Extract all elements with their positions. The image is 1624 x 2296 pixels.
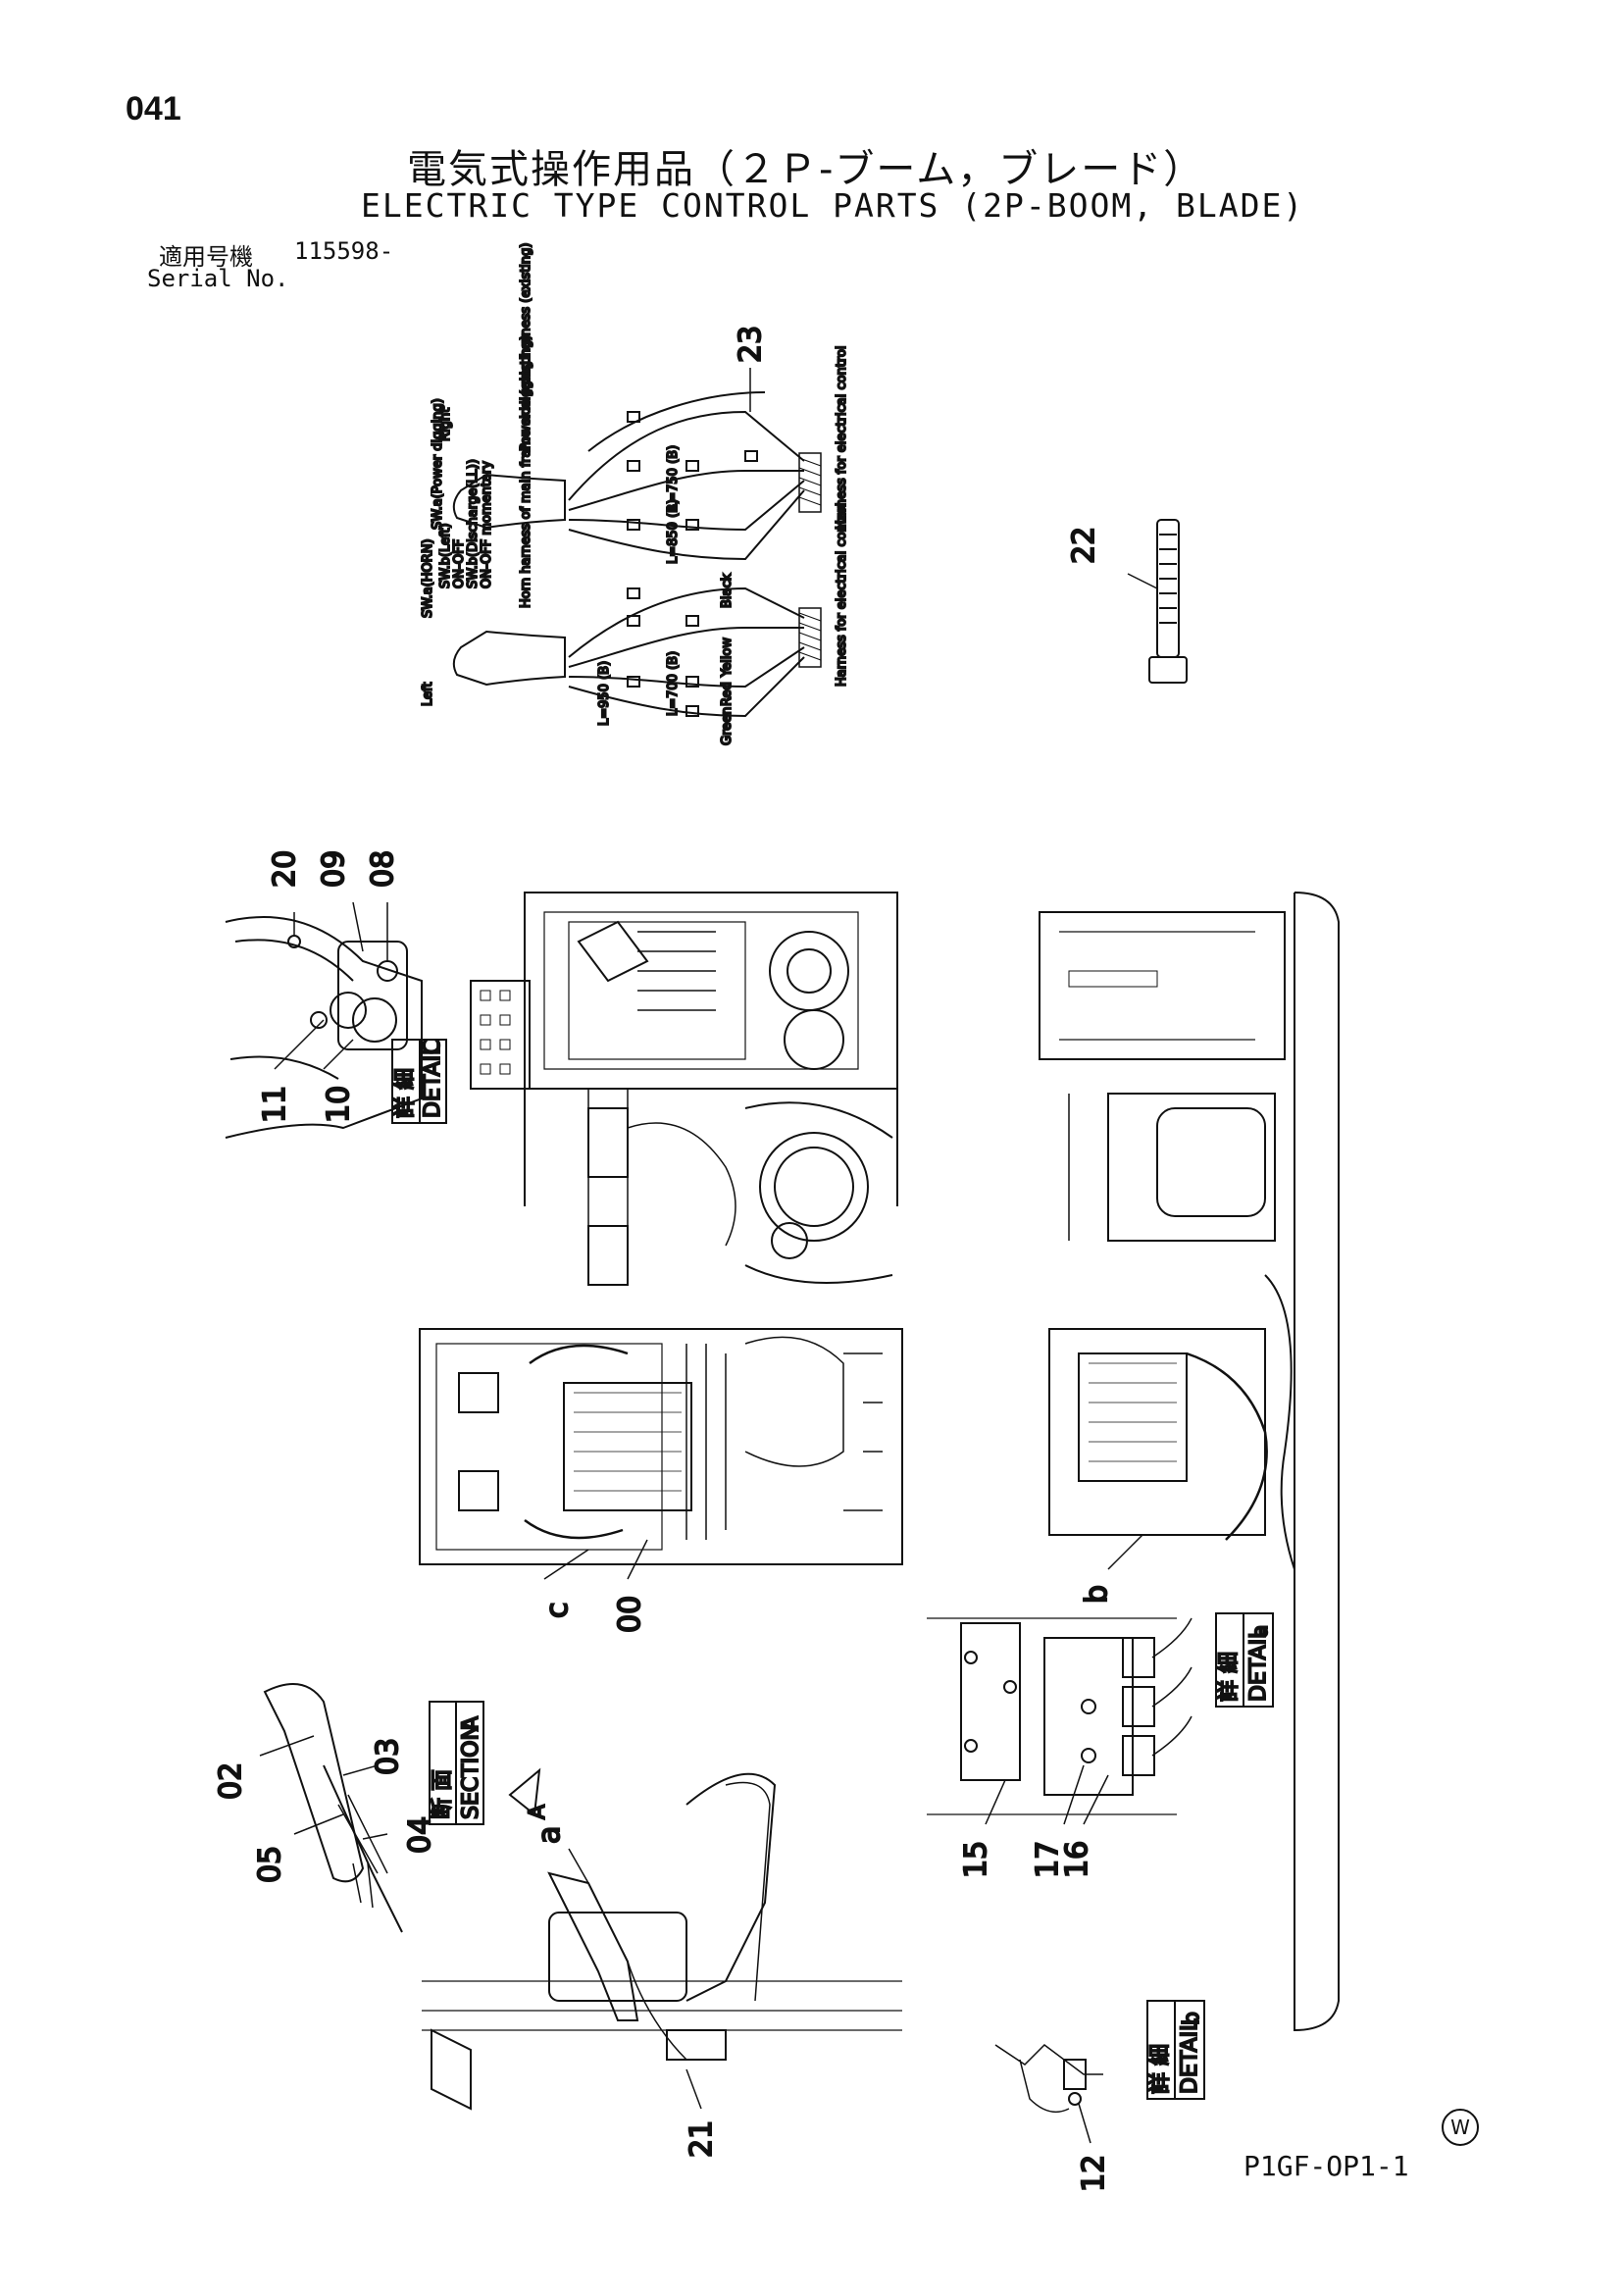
label-sw-horn: SW.a(HORN) bbox=[421, 538, 435, 618]
label-power-digging: SW.a(Power digging) bbox=[431, 398, 445, 530]
label-l750: L=750 (B) bbox=[666, 445, 681, 510]
page-number: 041 bbox=[126, 90, 181, 128]
detail-c-jp: 詳 細 bbox=[393, 1068, 418, 1118]
section-a-letter: A bbox=[459, 1716, 483, 1731]
callout-02: 02 bbox=[214, 1762, 248, 1800]
callout-21: 22 bbox=[1067, 527, 1101, 564]
callout-11: 11 bbox=[258, 1086, 292, 1123]
label-l700: L=700 (B) bbox=[666, 651, 681, 716]
section-a-box: 断 面 SECTION A bbox=[429, 1701, 484, 1825]
harness-connector bbox=[798, 607, 822, 668]
callout-09: 09 bbox=[317, 850, 351, 888]
callout-23: 23 bbox=[734, 326, 768, 363]
label-horn-harness: Horn harness of main frame side (existin… bbox=[519, 335, 533, 608]
label-black: Black bbox=[720, 573, 735, 608]
page-title-en: ELECTRIC TYPE CONTROL PARTS (2P-BOOM, BL… bbox=[361, 186, 1305, 225]
detail-c-view bbox=[225, 901, 423, 1139]
callout-04: 04 bbox=[403, 1816, 437, 1854]
harness-line bbox=[568, 410, 805, 501]
machine-side-view bbox=[1039, 892, 1340, 2032]
detail-c-en: DETAIL bbox=[421, 1043, 445, 1118]
harness-line bbox=[568, 587, 805, 658]
cable-tie bbox=[1127, 519, 1188, 684]
callout-03: 03 bbox=[371, 1738, 405, 1775]
label-red: Red bbox=[720, 682, 735, 706]
callout-12: 12 bbox=[1077, 2155, 1111, 2192]
machine-upper-structure bbox=[470, 892, 898, 1286]
harness-line bbox=[568, 656, 805, 718]
callout-b: a bbox=[533, 1826, 567, 1844]
callout-00: 00 bbox=[613, 1596, 647, 1633]
detail-a-jp: 詳 細 bbox=[1217, 1652, 1242, 1702]
serial-label-jp: 適用号機 bbox=[159, 243, 253, 271]
callout-a: b bbox=[1080, 1585, 1114, 1604]
harness-line bbox=[568, 627, 804, 668]
detail-b-en: DETAIL bbox=[1178, 2018, 1202, 2094]
label-onoff: ON-OFF bbox=[452, 539, 467, 588]
callout-05: 05 bbox=[253, 1846, 287, 1883]
w-mark-icon: W bbox=[1442, 2109, 1479, 2146]
label-l950: L=950 (B) bbox=[597, 661, 612, 726]
left-grip-shape bbox=[452, 630, 566, 687]
callout-c: c bbox=[540, 1603, 575, 1619]
harness-line bbox=[568, 470, 804, 511]
machine-cab-floor bbox=[419, 1328, 903, 1565]
label-momentary: ON-OFF momentary bbox=[480, 461, 494, 588]
detail-b-view bbox=[994, 2044, 1103, 2144]
serial-label-en: Serial No. bbox=[147, 265, 289, 292]
harness-line bbox=[568, 646, 805, 689]
detail-b-jp: 詳 細 bbox=[1148, 2044, 1173, 2094]
seat-view bbox=[422, 1767, 902, 2111]
page-title-jp: 電気式操作用品（２Ｐ-ブーム，ブレード） bbox=[407, 147, 1205, 192]
label-sw-b-left: SW.b(Left) bbox=[438, 523, 453, 588]
label-left: Left bbox=[421, 683, 435, 706]
section-a-view bbox=[263, 1683, 403, 1933]
detail-a-letter: a bbox=[1248, 1625, 1273, 1638]
label-harness-control-left: Harness for electrical control bbox=[835, 502, 849, 687]
label-yellow: Yellow bbox=[720, 638, 735, 678]
label-l850: L=850 (B) bbox=[666, 499, 681, 564]
wiring-diagram: Left SW.a(HORN) SW.b(Left) ON-OFF SW.b(D… bbox=[420, 242, 850, 746]
harness-line bbox=[568, 480, 805, 532]
harness-connector bbox=[798, 452, 822, 513]
label-right: Right bbox=[438, 408, 453, 441]
callout-16: 16 bbox=[1060, 1841, 1094, 1878]
detail-b-letter: b bbox=[1180, 2012, 1204, 2025]
callout-20: 20 bbox=[268, 850, 302, 888]
label-power-harness: Power digging harness (existing) bbox=[519, 243, 533, 451]
callout-15: 15 bbox=[959, 1841, 993, 1878]
callout-17: 17 bbox=[1031, 1841, 1065, 1878]
drawing-code: P1GF-OP1-1 bbox=[1243, 2150, 1409, 2182]
detail-a-box: 詳 細 DETAIL a bbox=[1215, 1612, 1274, 1708]
serial-value: 115598- bbox=[294, 237, 394, 265]
detail-a-view bbox=[927, 1617, 1193, 1815]
callout-22: 21 bbox=[685, 2120, 719, 2158]
right-grip-shape bbox=[452, 473, 566, 530]
view-a-letter: A bbox=[526, 1805, 550, 1819]
callout-08: 08 bbox=[366, 850, 400, 888]
detail-c-letter: C bbox=[421, 1040, 445, 1054]
detail-a-en: DETAIL bbox=[1246, 1626, 1271, 1702]
label-sw-discharge: SW.b(Discharge(LL)) bbox=[466, 459, 481, 588]
label-harness-control-right: Harness for electrical control bbox=[835, 345, 849, 530]
harness-line bbox=[587, 391, 766, 452]
detail-c-box: 詳 細 DETAIL C bbox=[391, 1039, 447, 1124]
section-a-jp: 断 面 bbox=[431, 1769, 455, 1819]
harness-line bbox=[568, 489, 805, 561]
label-green: Green bbox=[720, 707, 735, 745]
detail-b-box: 詳 細 DETAIL b bbox=[1146, 2000, 1205, 2100]
section-a-en: SECTION bbox=[459, 1724, 483, 1819]
view-arrow-a bbox=[508, 1767, 541, 1816]
callout-10: 10 bbox=[322, 1086, 356, 1123]
